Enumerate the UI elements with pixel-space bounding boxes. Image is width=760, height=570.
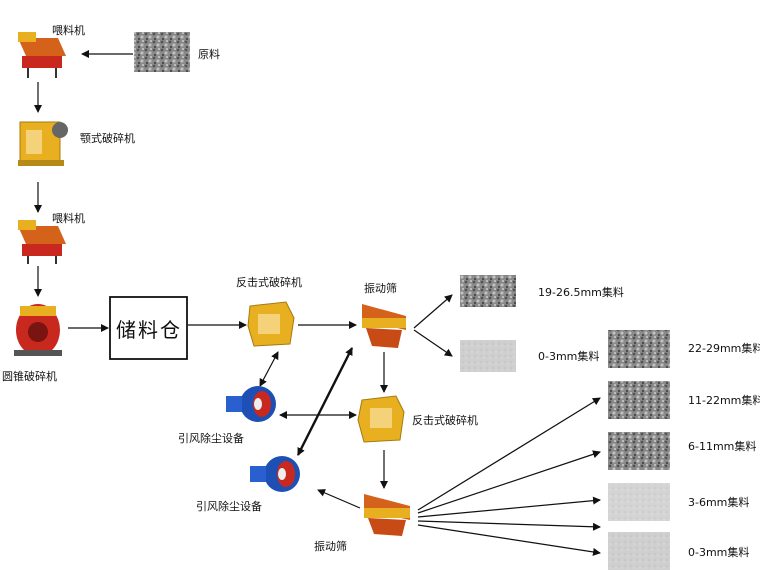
- raw-material-label: 原料: [198, 48, 220, 61]
- product-0-3-top-image: [460, 340, 516, 372]
- impact-crusher-1-label: 反击式破碎机: [236, 276, 302, 289]
- dust-collector-2-machine: [250, 456, 300, 492]
- feeder-1-machine: [18, 32, 66, 78]
- impact-crusher-2-label: 反击式破碎机: [412, 414, 478, 427]
- output-22-29-label: 22-29mm集料: [688, 342, 760, 355]
- output-11-22-label: 11-22mm集料: [688, 394, 760, 407]
- dust-collector-1-machine: [226, 386, 276, 422]
- output-3-6-label: 3-6mm集料: [688, 496, 750, 509]
- arrow-impact1-dust1: [259, 351, 279, 387]
- arrow-screen2-dust2: [317, 489, 361, 509]
- output-0-3-bottom-label: 0-3mm集料: [688, 546, 750, 559]
- arrow-return-long: [296, 347, 354, 456]
- feeder-2-machine: [18, 220, 66, 264]
- product-19-26-image: [460, 275, 516, 307]
- arrow-screen2-out-3: [417, 496, 601, 518]
- arrow-screen2-out-5: [417, 524, 601, 556]
- vibrating-screen-1-machine: [362, 304, 406, 348]
- arrow-screen2-out-2: [417, 450, 601, 514]
- arrow-screen2-out-4: [417, 520, 601, 531]
- jaw-crusher-label: 颚式破碎机: [80, 132, 135, 145]
- product-11-22-image: [608, 381, 670, 419]
- product-3-6-image: [608, 483, 670, 521]
- output-6-11-label: 6-11mm集料: [688, 440, 757, 453]
- cone-crusher-machine: [14, 304, 62, 356]
- vibrating-screen-1-label: 振动筛: [364, 282, 397, 295]
- jaw-crusher-machine: [18, 121, 68, 166]
- feeder-2-label: 喂料机: [52, 212, 85, 225]
- storage-bin-box: [109, 296, 188, 360]
- arrow-screen1-out-bottom: [413, 329, 453, 357]
- connectors: [34, 50, 601, 556]
- vibrating-screen-2-label: 振动筛: [314, 540, 347, 553]
- output-0-3-top-label: 0-3mm集料: [538, 350, 600, 363]
- product-6-11-image: [608, 432, 670, 470]
- dust-collector-1-label: 引风除尘设备: [178, 432, 244, 445]
- arrow-screen2-out-1: [417, 397, 601, 511]
- feeder-1-label: 喂料机: [52, 24, 85, 37]
- storage-bin-label: 储料仓: [116, 318, 182, 342]
- impact-crusher-1-machine: [247, 301, 295, 347]
- dust-collector-2-label: 引风除尘设备: [196, 500, 262, 513]
- product-0-3-bottom-image: [608, 532, 670, 570]
- product-22-29-image: [608, 330, 670, 368]
- arrow-screen1-out-top: [413, 294, 453, 329]
- raw-material-image: [134, 32, 190, 72]
- output-19-26-label: 19-26.5mm集料: [538, 286, 624, 299]
- cone-crusher-label: 圆锥破碎机: [2, 370, 57, 383]
- impact-crusher-2-machine: [357, 395, 405, 443]
- vibrating-screen-2-machine: [364, 494, 410, 536]
